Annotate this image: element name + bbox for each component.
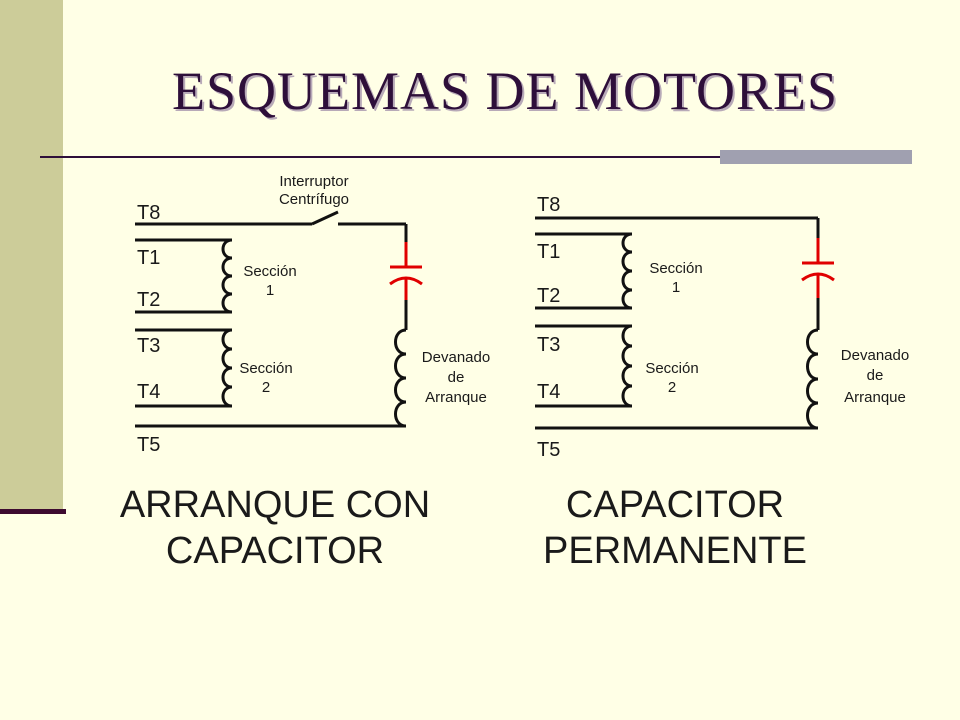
left-terminal-t4: T4 — [137, 381, 160, 403]
left-winding-label-line1: Devanado — [422, 349, 490, 366]
left-winding-label-line3: Arranque — [425, 389, 487, 406]
right-caption-line2: PERMANENTE — [543, 530, 807, 572]
side-band — [0, 0, 63, 511]
left-terminal-t2: T2 — [137, 289, 160, 311]
left-centrifugal-switch — [311, 210, 339, 226]
right-terminal-t8: T8 — [537, 194, 560, 216]
title-underline-accent — [720, 150, 912, 164]
slide-title: ESQUEMAS DE MOTORES — [171, 61, 839, 121]
left-starting-winding-coil — [394, 328, 407, 428]
right-section2-coil — [621, 324, 633, 408]
right-starting-winding-coil — [806, 328, 819, 430]
right-section2-label-line1: Sección — [645, 360, 698, 377]
left-section1-coil — [221, 238, 233, 314]
right-section1-coil — [621, 232, 633, 310]
right-section1-label-line2: 1 — [672, 279, 680, 296]
left-section2-label-line2: 2 — [262, 379, 270, 396]
title-underline — [40, 156, 910, 158]
left-section2-label-line1: Sección — [239, 360, 292, 377]
right-terminal-t1: T1 — [537, 241, 560, 263]
left-terminal-t8: T8 — [137, 202, 160, 224]
left-diagram — [135, 210, 408, 428]
left-switch-label-line1: Interruptor — [279, 173, 348, 190]
right-capacitor — [801, 238, 835, 298]
right-terminal-t2: T2 — [537, 285, 560, 307]
right-winding-label-line3: Arranque — [844, 389, 906, 406]
right-diagram — [535, 216, 820, 430]
left-caption-line1: ARRANQUE CON — [119, 484, 431, 526]
right-winding-label-line2: de — [867, 367, 884, 384]
side-accent-bar — [0, 509, 66, 514]
left-winding-label-line2: de — [448, 369, 465, 386]
left-section1-label-line1: Sección — [243, 263, 296, 280]
left-caption: ARRANQUE CON CAPACITOR — [90, 482, 460, 574]
right-terminal-t4: T4 — [537, 381, 560, 403]
right-section2-label-line2: 2 — [668, 379, 676, 396]
left-terminal-t3: T3 — [137, 335, 160, 357]
right-section1-label-line1: Sección — [649, 260, 702, 277]
right-caption: CAPACITOR PERMANENTE — [500, 482, 850, 574]
left-terminal-t5: T5 — [137, 434, 160, 456]
left-capacitor — [389, 242, 423, 300]
left-section2-coil — [221, 328, 233, 408]
right-terminal-t3: T3 — [537, 334, 560, 356]
right-winding-label-line1: Devanado — [841, 347, 909, 364]
left-section1-label-line2: 1 — [266, 282, 274, 299]
left-caption-line2: CAPACITOR — [165, 530, 385, 572]
left-switch-label-line2: Centrífugo — [279, 191, 349, 208]
left-terminal-t1: T1 — [137, 247, 160, 269]
right-terminal-t5: T5 — [537, 439, 560, 461]
right-caption-line1: CAPACITOR — [565, 484, 785, 526]
